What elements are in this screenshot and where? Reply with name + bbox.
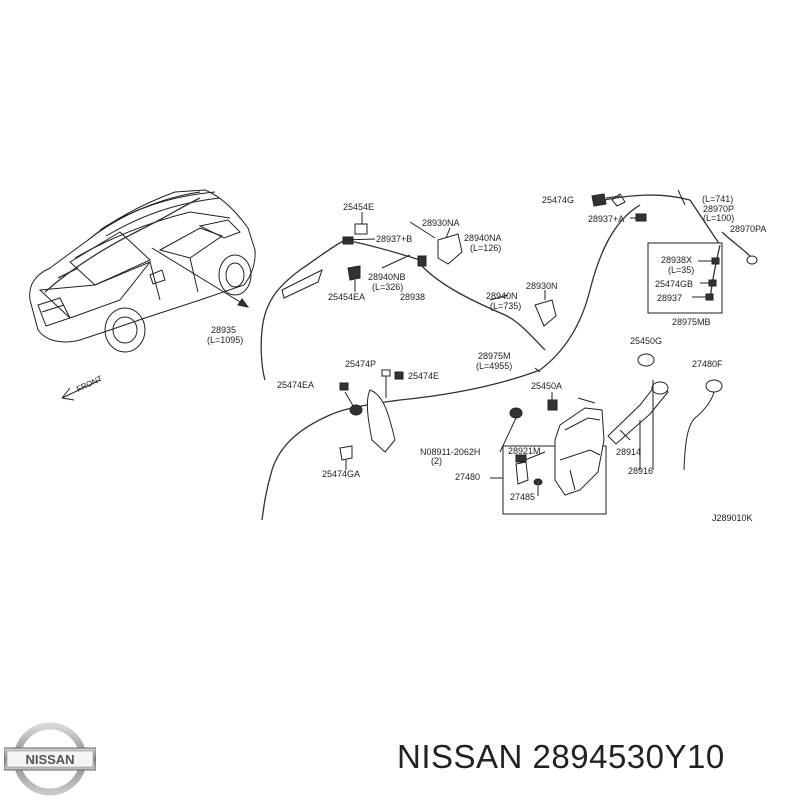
label-25454e: 25454E — [343, 202, 374, 212]
label-28935: 28935 — [211, 325, 236, 335]
washer-tank — [554, 407, 605, 496]
clip-25474ea — [339, 382, 349, 391]
connector-28937 — [705, 293, 714, 301]
label-28970pa: 28970PA — [730, 224, 766, 234]
label-28940nb-len: (L=326) — [372, 282, 403, 292]
label-28938x: 28938X — [661, 255, 692, 265]
label-08911: N08911-2062H — [420, 447, 480, 457]
level-sensor-27480f — [705, 379, 723, 393]
label-27485: 27485 — [510, 492, 535, 502]
label-28914: 28914 — [616, 447, 641, 457]
box-28975mb — [647, 242, 723, 314]
label-25474gb: 25474GB — [655, 279, 693, 289]
diagram-code: J289010K — [712, 513, 753, 523]
label-28937a: 28937+A — [588, 214, 624, 224]
label-28975m-len: (L=4955) — [476, 361, 512, 371]
clip-25454e — [354, 223, 368, 235]
nozzle-28930n — [534, 299, 557, 327]
label-28975m: 28975M — [478, 351, 511, 361]
hose-bracket — [366, 389, 396, 453]
clip-25474gb — [708, 279, 717, 287]
pump-28921m — [515, 461, 529, 485]
clip-25474g — [591, 193, 607, 207]
label-28935-len: (L=1095) — [207, 335, 243, 345]
label-25474g: 25474G — [542, 195, 574, 205]
label-28940nb: 28940NB — [368, 272, 406, 282]
part-caption: NISSAN 2894530Y10 — [397, 738, 725, 775]
label-28940na: 28940NA — [464, 233, 502, 243]
label-25450a: 25450A — [531, 381, 562, 391]
main-washer-hose — [261, 204, 641, 521]
label-28940n-len: (L=735) — [490, 301, 521, 311]
nozzle-28930na — [437, 233, 463, 265]
upper-nozzle-group — [342, 212, 557, 351]
label-28916: 28916 — [628, 466, 653, 476]
label-28921m: 28921M — [508, 446, 541, 456]
part-25450a — [547, 399, 558, 411]
label-25474ea: 25474EA — [277, 380, 314, 390]
front-nozzle-group — [339, 369, 404, 470]
cap-25450g — [637, 353, 655, 367]
label-28937b: 28937+B — [376, 234, 412, 244]
grommet — [509, 407, 523, 419]
label-28940n: 28940N — [486, 291, 518, 301]
label-25474ga: 25474GA — [322, 469, 360, 479]
joint-28938 — [417, 255, 427, 267]
grommet-27485 — [533, 478, 543, 486]
part-28938x — [711, 257, 720, 265]
label-28975mb: 28975MB — [672, 317, 711, 327]
label-28940na-len: (L=126) — [470, 243, 501, 253]
nozzle-28970pa — [746, 255, 758, 265]
front-direction-indicator: FRONT — [61, 374, 104, 401]
label-28930n: 28930N — [526, 281, 558, 291]
label-27480f: 27480F — [692, 359, 723, 369]
rear-washer-hose — [260, 239, 346, 381]
clip-25454ea — [347, 265, 361, 281]
label-28970p: 28970P — [703, 204, 734, 214]
part-labels: 25454E 28930NA 28937+B 28940NA (L=126) 2… — [207, 194, 766, 523]
label-25474p: 25474P — [345, 359, 376, 369]
label-28930na: 28930NA — [422, 218, 460, 228]
label-25454ea: 25454EA — [328, 292, 365, 302]
car-illustration — [29, 189, 256, 353]
label-len35: (L=35) — [668, 265, 694, 275]
clip-25474e — [394, 371, 404, 380]
clip-25474ga — [339, 445, 353, 461]
label-28970p-len: (L=100) — [703, 213, 734, 223]
label-top-hose-len: (L=741) — [702, 194, 733, 204]
label-25474e: 25474E — [408, 371, 439, 381]
label-28937: 28937 — [657, 293, 682, 303]
label-08911-qty: (2) — [431, 456, 442, 466]
label-28938: 28938 — [400, 292, 425, 302]
washer-reservoir-group — [490, 353, 723, 515]
nissan-logo: NISSAN — [4, 722, 96, 796]
connector-28937a — [635, 213, 647, 222]
rear-nozzle-group — [591, 189, 758, 314]
label-25450g: 25450G — [630, 336, 662, 346]
logo-brand-text: NISSAN — [25, 752, 74, 767]
label-27480: 27480 — [455, 472, 480, 482]
front-label: FRONT — [75, 374, 104, 394]
